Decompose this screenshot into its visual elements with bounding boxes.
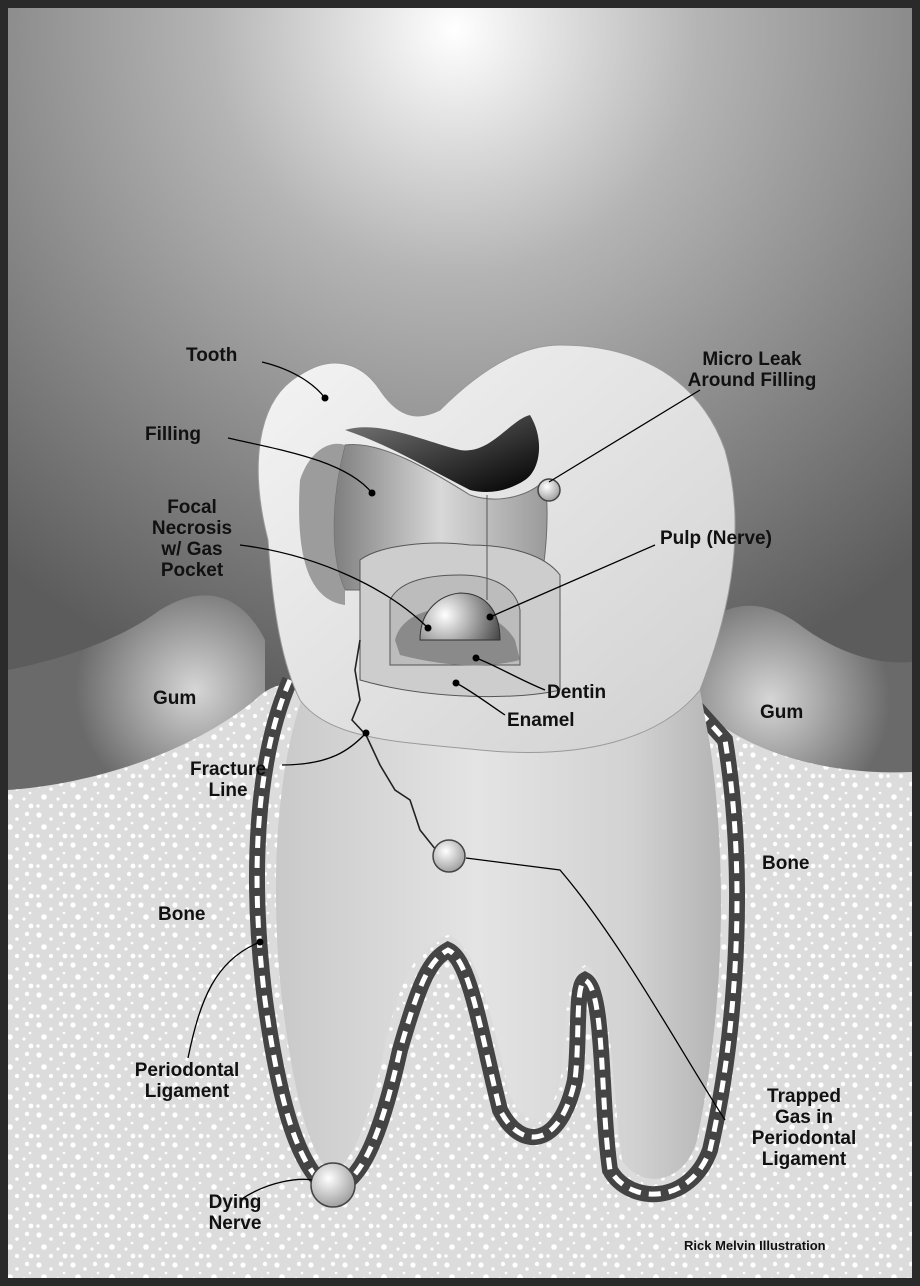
label-gum-right: Gum: [760, 702, 803, 723]
label-tooth: Tooth: [186, 345, 237, 366]
dot-filling: [369, 490, 376, 497]
dot-enamel: [453, 680, 460, 687]
dot-ligament: [257, 939, 264, 946]
label-pulp: Pulp (Nerve): [660, 528, 772, 549]
label-fracture-line: Fracture Line: [178, 759, 278, 801]
dot-necrosis: [425, 625, 432, 632]
dot-tooth: [322, 395, 329, 402]
label-gum-left: Gum: [153, 688, 196, 709]
dot-fracture: [363, 730, 370, 737]
label-micro-leak: Micro Leak Around Filling: [662, 349, 842, 391]
label-enamel: Enamel: [507, 710, 575, 731]
dot-pulp: [487, 614, 494, 621]
label-credit: Rick Melvin Illustration: [684, 1238, 826, 1253]
label-bone-right: Bone: [762, 853, 810, 874]
label-dying-nerve: Dying Nerve: [190, 1192, 280, 1234]
label-filling: Filling: [145, 424, 201, 445]
micro-leak-bubble: [538, 479, 560, 501]
label-focal-necrosis: Focal Necrosis w/ Gas Pocket: [137, 497, 247, 581]
trapped-gas-bubble: [433, 840, 465, 872]
dot-dentin: [473, 655, 480, 662]
label-bone-left: Bone: [158, 904, 206, 925]
label-periodontal-ligament: Periodontal Ligament: [112, 1060, 262, 1102]
dying-nerve-bubble: [311, 1163, 355, 1207]
label-trapped-gas: Trapped Gas in Periodontal Ligament: [724, 1086, 884, 1170]
label-dentin: Dentin: [547, 682, 606, 703]
